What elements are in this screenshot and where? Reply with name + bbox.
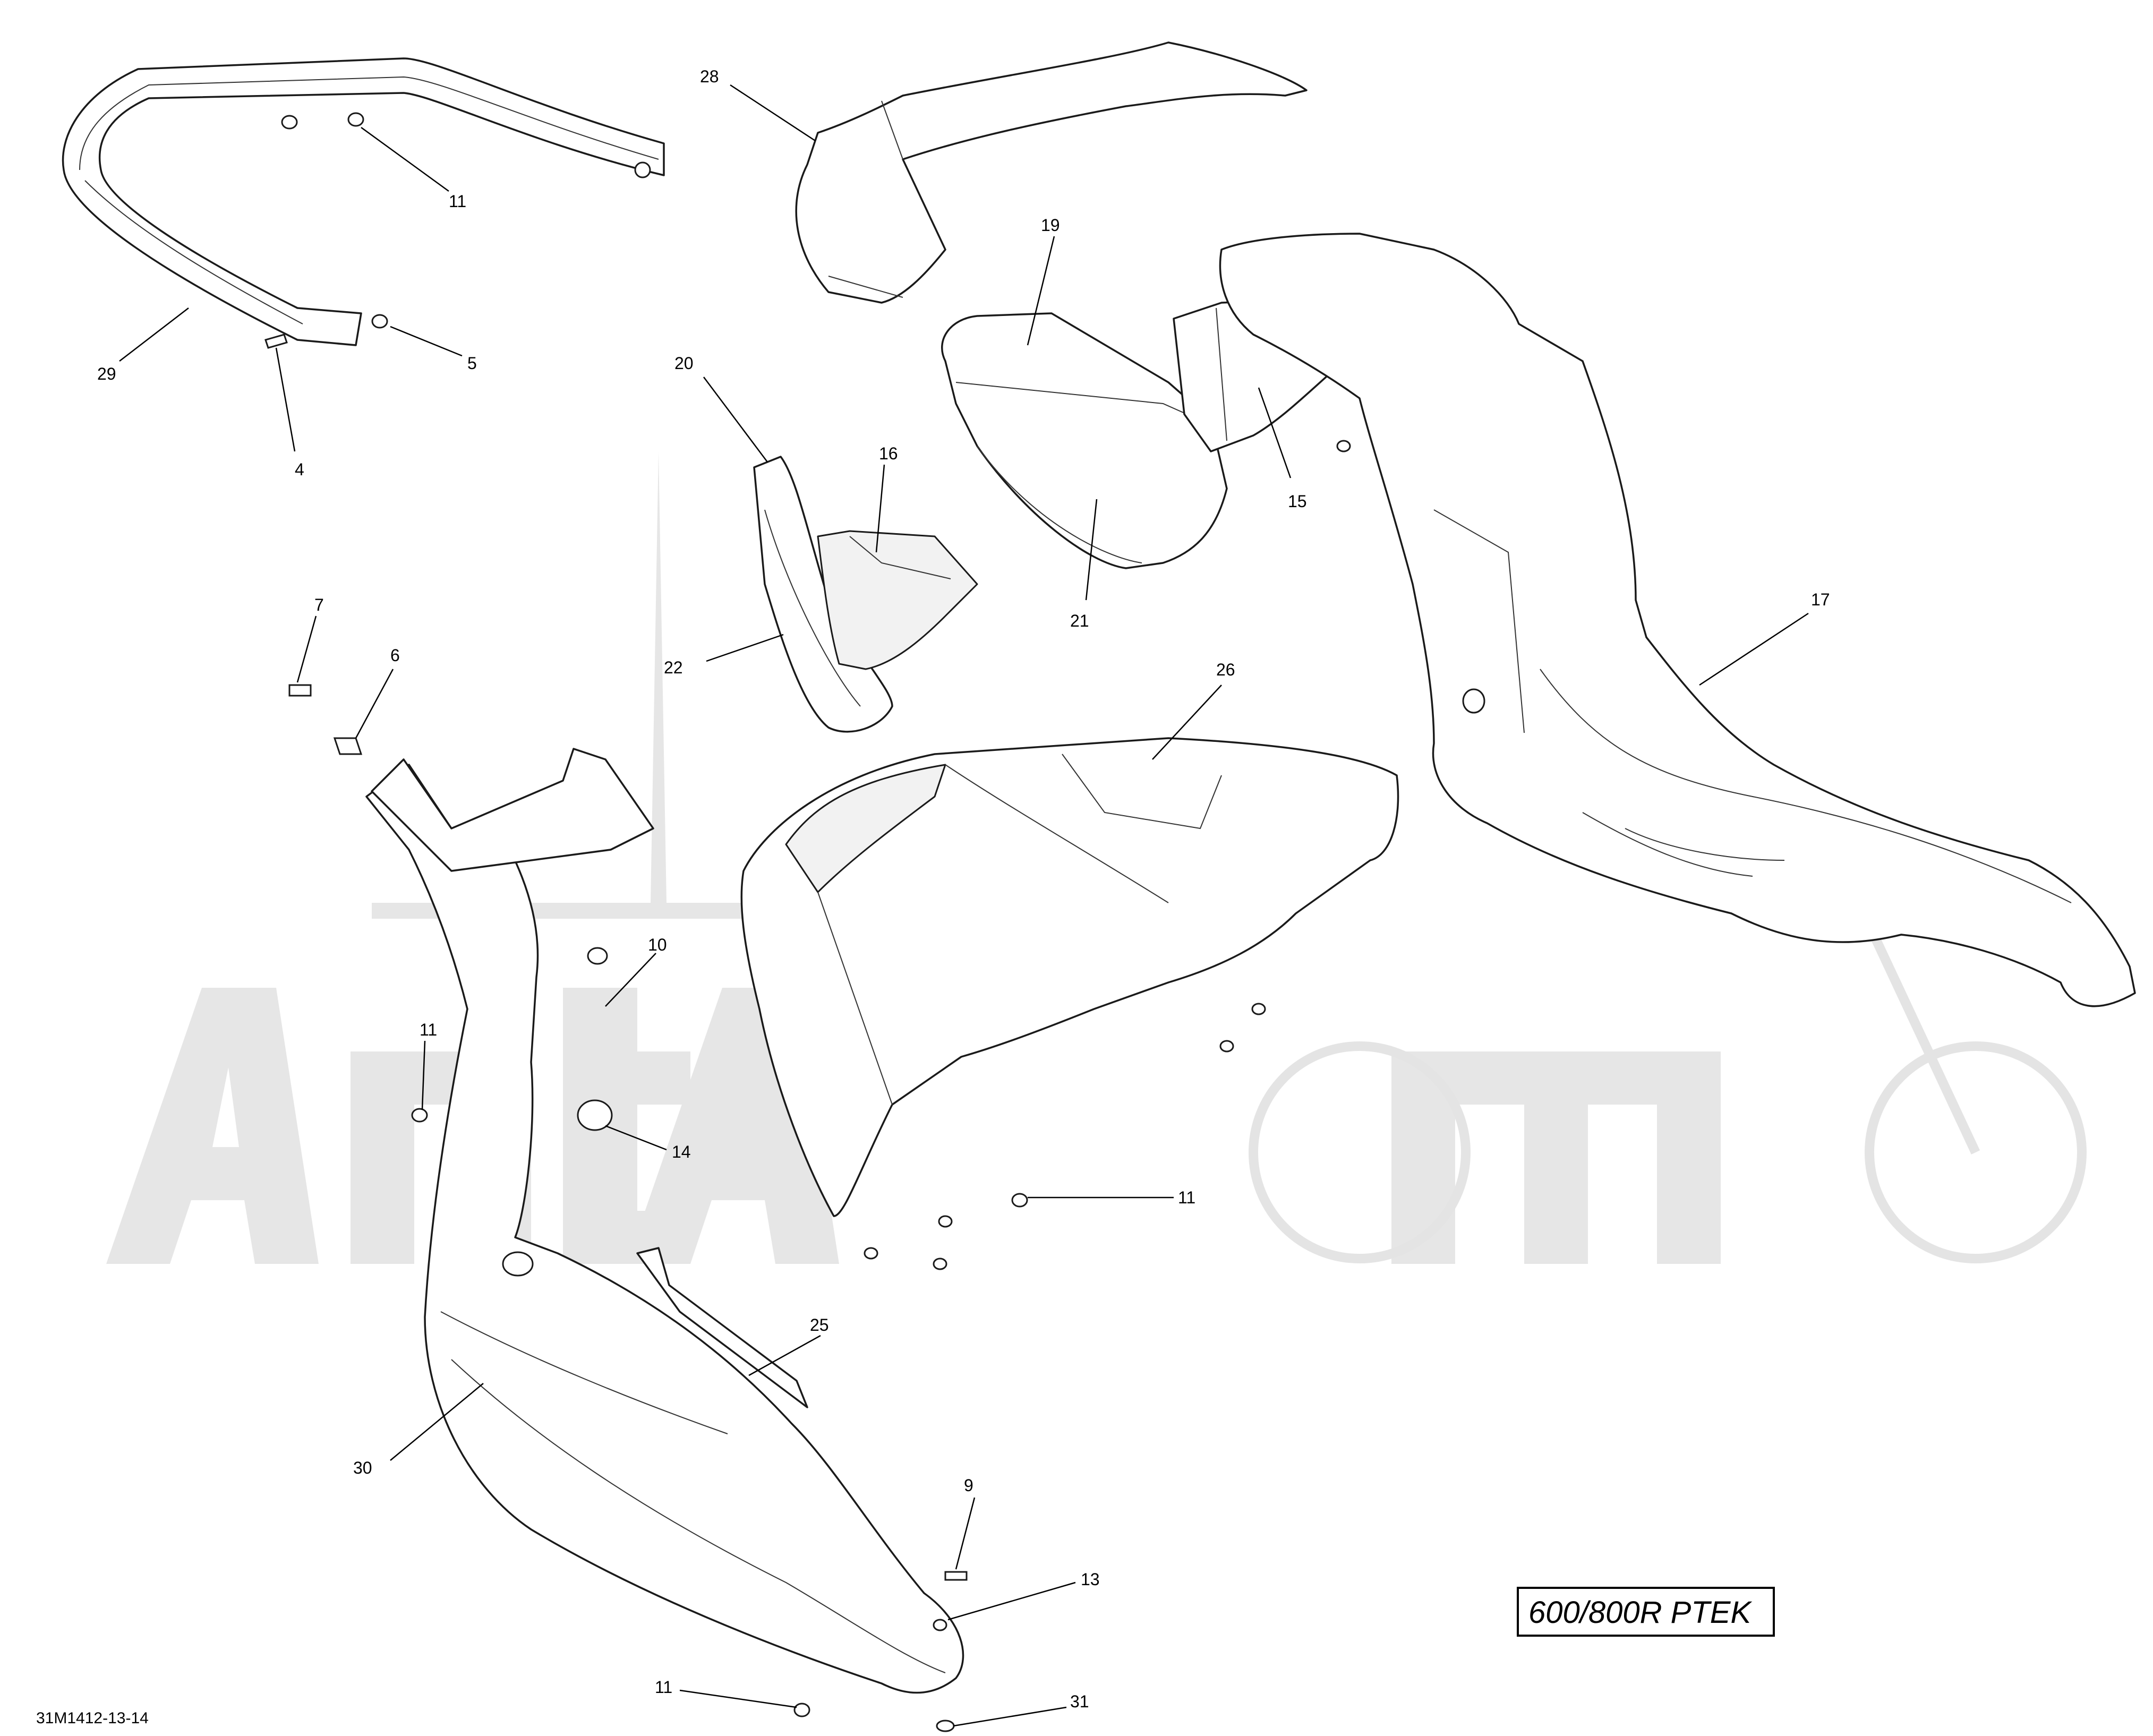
callout-29: 29: [97, 364, 116, 383]
callouts: 28 11 29 5 4 19 20 16 15 21 22 17 7 6 26…: [97, 67, 1830, 1727]
reference-code: 31M1412-13-14: [36, 1709, 149, 1727]
callout-13: 13: [1081, 1570, 1100, 1589]
callout-5: 5: [467, 354, 477, 373]
callout-25: 25: [810, 1315, 829, 1335]
callout-30: 30: [353, 1458, 372, 1477]
fasteners: [264, 112, 1351, 1732]
callout-28: 28: [700, 67, 719, 86]
callout-26: 26: [1216, 660, 1235, 679]
callout-6: 6: [390, 646, 400, 665]
callout-4: 4: [295, 460, 304, 479]
callout-11: 11: [1178, 1188, 1195, 1207]
callout-22: 22: [664, 658, 683, 677]
callout-14: 14: [672, 1142, 691, 1161]
callout-11: 11: [449, 192, 466, 211]
callout-20: 20: [674, 354, 694, 373]
callout-19: 19: [1041, 216, 1060, 235]
callout-16: 16: [879, 444, 898, 463]
part-29-bumper: [62, 57, 665, 346]
callout-11: 11: [420, 1020, 437, 1039]
part-16-deflector: [817, 530, 978, 670]
callout-10: 10: [648, 935, 667, 954]
model-label-text: 600/800R PTEK: [1528, 1595, 1752, 1630]
part-17-right-panel: [1219, 233, 2136, 1007]
callout-21: 21: [1070, 611, 1089, 630]
callout-15: 15: [1288, 492, 1307, 511]
callout-17: 17: [1811, 590, 1830, 609]
part-26-nose: [740, 737, 1399, 1217]
part-28-shield: [795, 41, 1308, 304]
part-30-bracket: [371, 748, 654, 872]
model-label: 600/800R PTEK: [1517, 1587, 1775, 1637]
callout-9: 9: [964, 1476, 973, 1495]
callout-11: 11: [655, 1678, 672, 1697]
callout-31: 31: [1070, 1692, 1089, 1711]
part-30-left-panel: [365, 764, 964, 1694]
part-19-21-insert: [941, 312, 1228, 569]
part-25-strip: [636, 1247, 808, 1408]
callout-7: 7: [314, 595, 324, 614]
